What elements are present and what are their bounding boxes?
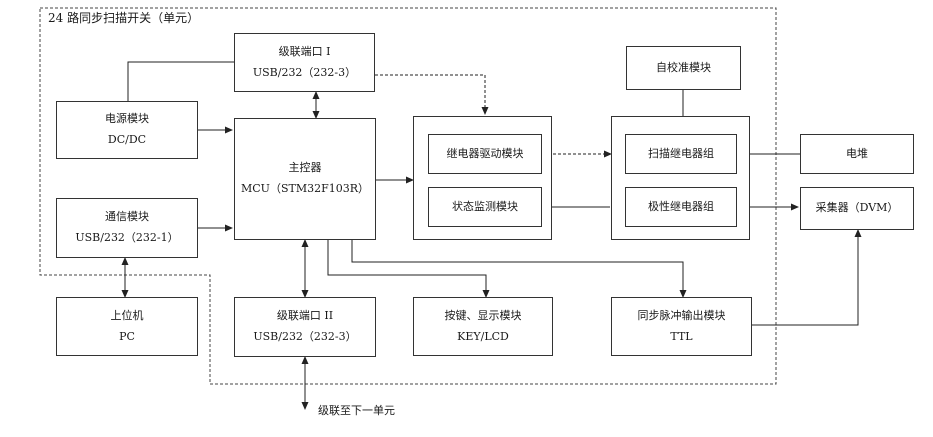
wire-mcu-sync (352, 240, 683, 297)
cascade-port-2-name: 级联端口 II (277, 306, 333, 327)
comm-module-block: 通信模块 USB/232（232-1） (56, 198, 198, 258)
host-pc-name: 上位机 (111, 306, 144, 327)
mcu-name: 主控器 (289, 158, 322, 179)
cascade-port-2-block: 级联端口 II USB/232（232-3） (234, 297, 376, 357)
polarity-relay-block: 极性继电器组 (625, 187, 737, 227)
power-module-block: 电源模块 DC/DC (56, 101, 198, 159)
polarity-relay-name: 极性继电器组 (648, 197, 714, 218)
cell-name: 电堆 (846, 144, 868, 165)
cascade-port-1-block: 级联端口 I USB/232（232-3） (234, 33, 375, 92)
cascade-note: 级联至下一单元 (318, 402, 395, 418)
host-pc-block: 上位机 PC (56, 297, 198, 356)
collector-block: 采集器（DVM） (800, 187, 914, 230)
cell-block: 电堆 (800, 134, 914, 174)
host-pc-sub: PC (119, 327, 135, 348)
cascade-port-2-sub: USB/232（232-3） (253, 327, 356, 348)
keypad-display-sub: KEY/LCD (457, 327, 509, 348)
power-module-sub: DC/DC (108, 130, 146, 151)
mcu-block: 主控器 MCU（STM32F103R） (234, 118, 376, 240)
keypad-display-name: 按键、显示模块 (445, 306, 522, 327)
cascade-port-1-sub: USB/232（232-3） (253, 63, 356, 84)
relay-driver-block: 继电器驱动模块 (428, 134, 542, 174)
comm-module-sub: USB/232（232-1） (75, 228, 178, 249)
collector-name: 采集器（DVM） (816, 198, 899, 219)
unit-title: 24 路同步扫描开关（单元） (48, 9, 199, 26)
status-monitor-name: 状态监测模块 (452, 197, 518, 218)
wire-port1-power (128, 62, 234, 101)
sync-pulse-sub: TTL (670, 327, 692, 348)
scan-relay-name: 扫描继电器组 (648, 144, 714, 165)
wire-port1-relaygroup (375, 75, 485, 114)
relay-driver-name: 继电器驱动模块 (447, 144, 524, 165)
status-monitor-block: 状态监测模块 (428, 187, 542, 227)
wire-sync-collector (752, 230, 858, 325)
self-calib-block: 自校准模块 (626, 46, 741, 90)
keypad-display-block: 按键、显示模块 KEY/LCD (413, 297, 553, 356)
sync-pulse-block: 同步脉冲输出模块 TTL (611, 297, 752, 356)
mcu-sub: MCU（STM32F103R） (241, 179, 369, 200)
comm-module-name: 通信模块 (105, 207, 149, 228)
self-calib-name: 自校准模块 (656, 58, 711, 79)
power-module-name: 电源模块 (105, 109, 149, 130)
sync-pulse-name: 同步脉冲输出模块 (638, 306, 726, 327)
cascade-port-1-name: 级联端口 I (279, 42, 331, 63)
scan-relay-block: 扫描继电器组 (625, 134, 737, 174)
